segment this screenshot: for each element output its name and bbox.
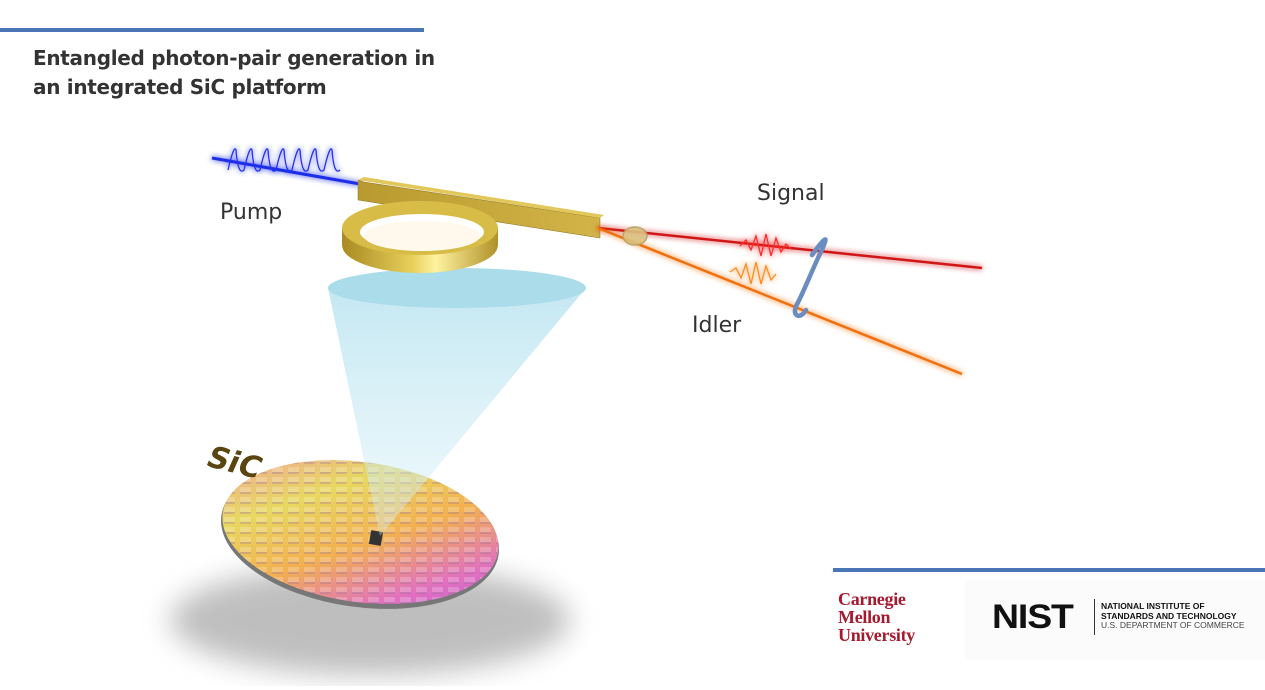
idler-wave-packet [729,261,777,285]
idler-beam [597,226,963,376]
ring-resonator [342,201,498,273]
zoom-cone-top [328,268,586,308]
logo-accent-rule [833,568,1265,572]
sic-wafer [221,460,499,609]
pump-beam [211,156,361,186]
beam-splitter [622,226,648,246]
cmu-logo-line-1: Carnegie [838,589,906,609]
wafer-chip-marker [368,530,384,546]
signal-label: Signal [757,181,825,206]
wafer-shadow [170,565,570,675]
idler-label: Idler [692,313,742,338]
slide-title: Entangled photon-pair generation in an i… [33,44,435,102]
nist-text-line-2: STANDARDS AND TECHNOLOGY [1101,610,1237,621]
title-accent-rule [0,28,424,32]
pump-wave-packet [227,148,341,172]
cmu-logo: Carnegie Mellon University [838,590,915,644]
nist-text-line-1: NATIONAL INSTITUTE OF [1101,601,1205,611]
entanglement-icon [792,237,828,318]
nist-logo-mark: NIST [992,598,1074,636]
nist-logo-background [965,580,1265,660]
nist-logo-divider [1094,599,1095,635]
title-line-2: an integrated SiC platform [33,75,327,99]
nist-text-line-3: U.S. DEPARTMENT OF COMMERCE [1101,620,1245,630]
pump-label: Pump [220,200,283,225]
zoom-cone [328,288,586,536]
cmu-logo-line-3: University [838,625,915,645]
cmu-logo-line-2: Mellon [838,607,891,627]
nist-logo-text: NATIONAL INSTITUTE OF STANDARDS AND TECH… [1101,601,1245,631]
title-line-1: Entangled photon-pair generation in [33,46,435,70]
signal-wave-packet [739,233,792,257]
